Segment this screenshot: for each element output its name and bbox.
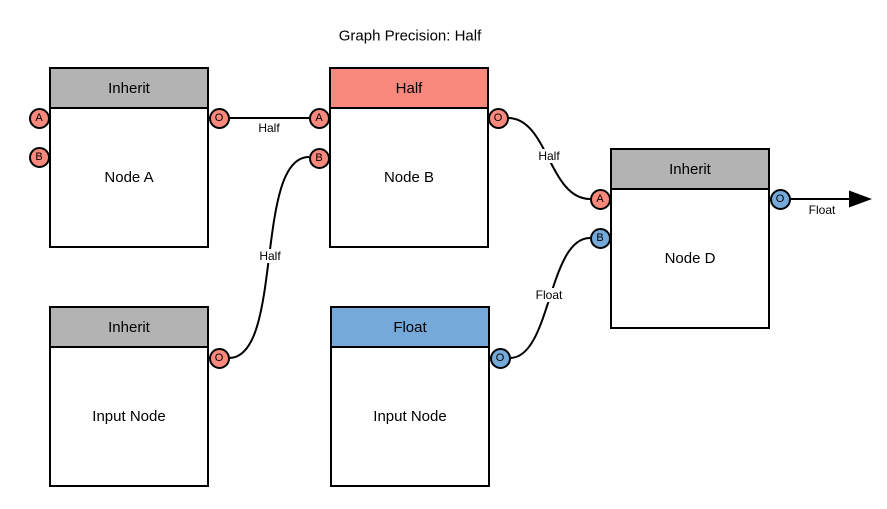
output-arrowhead-icon [849, 190, 872, 208]
input-node-1-port-o: O [208, 347, 230, 369]
node-d-port-a: A [589, 188, 611, 210]
node-d: Inherit Node D [610, 148, 770, 329]
edge-label-input2-to-d: Float [533, 288, 565, 302]
input-node-2-header: Float [332, 308, 488, 348]
node-d-header: Inherit [612, 150, 768, 190]
input-node-1: Inherit Input Node [49, 306, 209, 487]
edge-label-output: Float [808, 203, 836, 217]
edge-label-a-to-b: Half [258, 121, 280, 135]
input-node-1-header: Inherit [51, 308, 207, 348]
node-a-port-b: B [28, 146, 50, 168]
node-b-port-b: B [308, 147, 330, 169]
input-node-1-label: Input Node [92, 408, 166, 425]
input-node-2-port-o: O [489, 347, 511, 369]
edge-label-input1-to-b: Half [257, 249, 283, 263]
input-node-2-label: Input Node [373, 408, 447, 425]
edge-label-b-to-d: Half [536, 149, 562, 163]
node-b-label: Node B [383, 169, 435, 186]
input-node-2: Float Input Node [330, 306, 490, 487]
node-a: Inherit Node A [49, 67, 209, 248]
diagram-title: Graph Precision: Half [338, 27, 482, 45]
node-a-header: Inherit [51, 69, 207, 109]
node-b: Half Node B [329, 67, 489, 248]
node-d-port-b: B [589, 227, 611, 249]
node-a-port-a: A [28, 107, 50, 129]
node-d-port-o: O [769, 188, 791, 210]
node-d-label: Node D [664, 250, 716, 267]
node-b-header: Half [331, 69, 487, 109]
node-a-label: Node A [104, 169, 154, 186]
node-b-port-a: A [308, 107, 330, 129]
node-b-port-o: O [487, 107, 509, 129]
node-a-port-o: O [208, 107, 230, 129]
